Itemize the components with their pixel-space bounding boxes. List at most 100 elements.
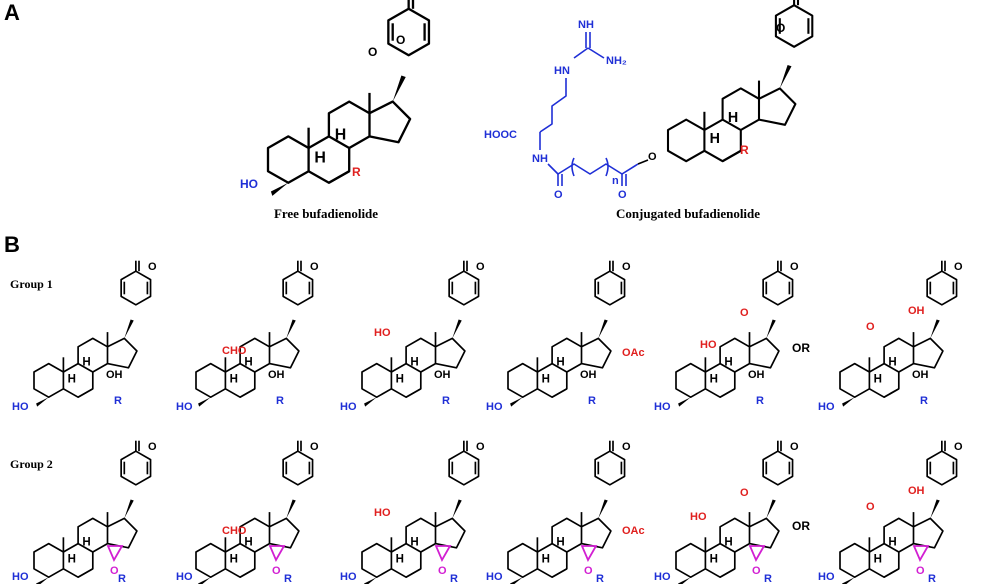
svg-text:O: O [740,307,749,319]
svg-text:R: R [920,395,928,407]
g2-compound-4 [507,439,626,584]
svg-text:O: O [272,565,281,577]
svg-text:O: O [584,565,593,577]
svg-text:O: O [622,261,631,273]
free-bufadienolide-structure [266,0,431,196]
svg-text:O: O [790,441,799,453]
svg-text:HO: HO [486,401,503,413]
free-pyrone-o2: O [368,45,377,59]
svg-text:HO: HO [654,401,671,413]
svg-text:HO: HO [654,571,671,583]
svg-text:OH: OH [908,485,925,497]
svg-text:HO: HO [374,327,391,339]
svg-text:NH₂: NH₂ [606,55,627,67]
svg-text:R: R [588,395,596,407]
svg-text:O: O [618,189,627,201]
svg-text:O: O [954,441,963,453]
svg-text:HOOC: HOOC [484,129,517,141]
svg-text:R: R [284,573,292,584]
g1-or-label: OR [792,341,810,355]
svg-text:HO: HO [176,571,193,583]
svg-text:OH: OH [912,369,929,381]
svg-text:HO: HO [486,571,503,583]
group-1-label: Group 1 [10,277,53,291]
g2-compound-1 [33,439,152,584]
g2-compound-5 [675,439,794,584]
g1-compound-2 [195,259,314,407]
svg-text:O: O [866,321,875,333]
free-r-label: R [352,165,361,179]
svg-text:R: R [114,395,122,407]
svg-text:n: n [612,175,619,187]
svg-text:O: O [916,565,925,577]
free-pyrone-o: O [396,33,405,47]
svg-text:O: O [438,565,447,577]
svg-text:R: R [928,573,936,584]
g1-compound-3 [361,259,480,407]
svg-text:OH: OH [268,369,285,381]
svg-text:HO: HO [690,511,707,523]
g2-or-label: OR [792,519,810,533]
svg-text:NH: NH [578,19,594,31]
svg-text:O: O [148,441,157,453]
svg-text:R: R [118,573,126,584]
svg-text:OH: OH [434,369,451,381]
svg-text:OAc: OAc [622,525,645,537]
g2-compound-3 [361,439,480,584]
svg-text:O: O [110,565,119,577]
svg-text:O: O [866,501,875,513]
svg-text:HN: HN [554,65,570,77]
svg-text:O: O [310,441,319,453]
g1-compound-1 [33,259,152,407]
svg-text:O: O [310,261,319,273]
conjugated-r-label: R [740,143,749,157]
svg-text:O: O [148,261,157,273]
g1-compound-6 [839,259,958,407]
svg-text:O: O [648,151,657,163]
svg-text:R: R [442,395,450,407]
group-2-label: Group 2 [10,457,53,471]
svg-text:O: O [790,261,799,273]
svg-text:O: O [554,189,563,201]
svg-text:HO: HO [12,571,29,583]
svg-text:O: O [476,441,485,453]
caption-free: Free bufadienolide [274,206,378,221]
svg-text:HO: HO [176,401,193,413]
svg-text:OH: OH [908,305,925,317]
conjugated-pyrone-o: O [776,21,785,35]
conjugated-bufadienolide-structure [666,0,814,163]
panel-letter-a: A [4,0,20,25]
svg-text:R: R [764,573,772,584]
panel-letter-b: B [4,232,20,257]
caption-conjugated: Conjugated bufadienolide [616,206,760,221]
svg-text:O: O [954,261,963,273]
svg-text:OH: OH [748,369,765,381]
svg-text:O: O [740,487,749,499]
free-ho-label: HO [240,177,258,191]
svg-text:R: R [450,573,458,584]
g2-compound-2 [195,439,314,584]
svg-text:HO: HO [700,339,717,351]
svg-text:HO: HO [818,401,835,413]
svg-text:NH: NH [532,153,548,165]
svg-text:O: O [476,261,485,273]
group-1-structures: HO R OH O HO CHO R OH O HO HO R OH O HO … [12,259,963,413]
group-2-structures: HO O R O HO CHO O R O HO HO O R O HO O R… [12,439,963,584]
g1-compound-5 [675,259,794,407]
svg-text:R: R [596,573,604,584]
conjugated-side-chain: NH NH₂ HN HOOC NH O n O O [484,19,657,201]
svg-text:O: O [752,565,761,577]
g2-compound-6 [839,439,958,584]
svg-text:HO: HO [340,401,357,413]
svg-text:R: R [756,395,764,407]
svg-text:HO: HO [818,571,835,583]
svg-text:HO: HO [12,401,29,413]
svg-text:CHO: CHO [222,345,247,357]
svg-text:OH: OH [106,369,123,381]
svg-text:CHO: CHO [222,525,247,537]
svg-text:HO: HO [374,507,391,519]
svg-text:OAc: OAc [622,347,645,359]
svg-text:O: O [622,441,631,453]
svg-text:R: R [276,395,284,407]
